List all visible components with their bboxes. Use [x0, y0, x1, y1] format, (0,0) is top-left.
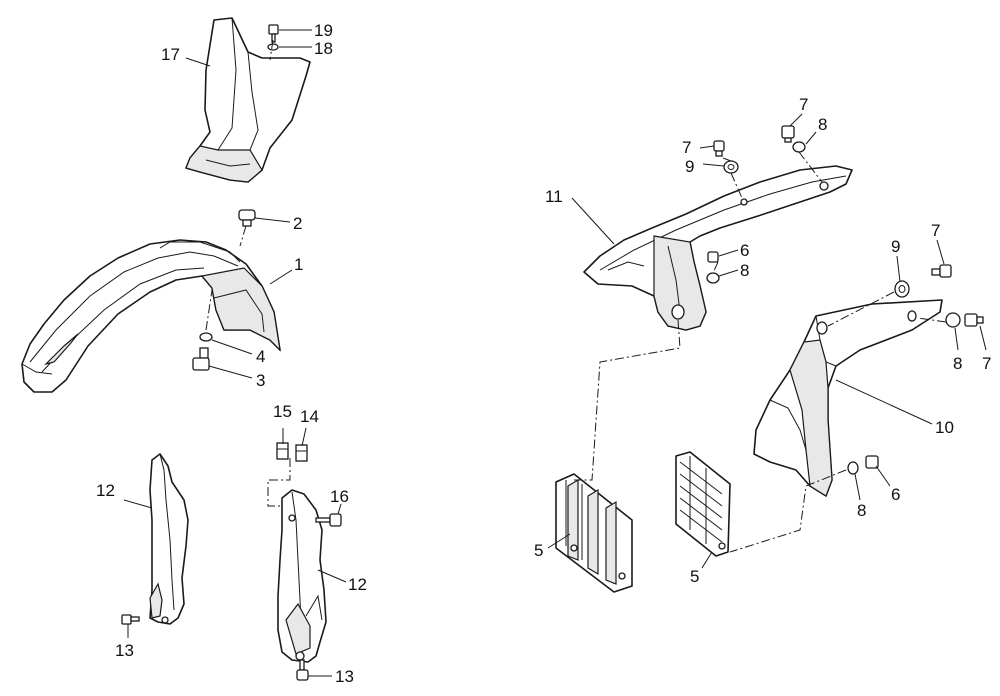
screw-13b-part [296, 659, 309, 681]
callout-18: 18 [314, 39, 333, 58]
radiator-shroud-10-part [753, 299, 943, 497]
callout-11: 11 [545, 187, 563, 206]
bolt-6b-part [865, 455, 879, 469]
grommet-9b-part [894, 280, 910, 298]
front-fender-part [21, 239, 281, 393]
callout-12b: 12 [348, 575, 367, 594]
callout-2: 2 [293, 214, 302, 233]
bolt-7a-part [713, 140, 725, 157]
washer-8c-part [945, 312, 961, 328]
washer-4-part [199, 332, 213, 342]
callout-7b: 7 [799, 95, 808, 114]
assembly-lines [205, 39, 947, 553]
callout-4: 4 [256, 347, 265, 366]
callout-19: 19 [314, 21, 333, 40]
callout-8b: 8 [740, 261, 749, 280]
callout-labels: 1 2 3 4 5 5 6 6 7 7 7 7 8 8 8 8 9 9 10 1… [96, 21, 991, 686]
callout-12a: 12 [96, 481, 115, 500]
callout-9a: 9 [685, 157, 694, 176]
callout-1: 1 [294, 255, 303, 274]
bolt-7c-part [931, 264, 952, 278]
washer-8d-part [847, 461, 859, 475]
fork-guard-right-part [277, 489, 327, 663]
callout-7c: 7 [931, 221, 940, 240]
callout-8a: 8 [818, 115, 827, 134]
callout-16: 16 [330, 487, 349, 506]
callout-15: 15 [273, 402, 292, 421]
screw-19-part [268, 24, 279, 43]
callout-7a: 7 [682, 138, 691, 157]
leader-lines [123, 29, 987, 677]
washer-8b-part [706, 272, 720, 284]
screw-16-part [315, 513, 342, 527]
callout-5a: 5 [534, 541, 543, 560]
screw-13a-part [121, 614, 140, 625]
callout-5b: 5 [690, 567, 699, 586]
callout-9b: 9 [891, 237, 900, 256]
callout-6a: 6 [740, 241, 749, 260]
callout-14: 14 [300, 407, 319, 426]
radiator-louver-left-part [555, 473, 633, 593]
washer-18-part [267, 43, 279, 51]
radiator-louver-right-part [675, 451, 731, 557]
callout-13a: 13 [115, 641, 134, 660]
clip-14-part [295, 444, 308, 462]
number-plate-part [185, 17, 311, 183]
radiator-shroud-11-part [583, 165, 853, 331]
bolt-7b-part [781, 125, 795, 143]
callout-13b: 13 [335, 667, 354, 686]
washer-8a-part [792, 141, 806, 153]
bolt-2-part [238, 209, 256, 227]
callout-6b: 6 [891, 485, 900, 504]
bolt-6a-part [707, 251, 719, 263]
grommet-9a-part [723, 160, 739, 174]
fork-guard-left-part [149, 453, 189, 625]
callout-3: 3 [256, 371, 265, 390]
clip-15-part [276, 442, 289, 460]
bolt-7d-part [964, 313, 984, 327]
callout-10: 10 [935, 418, 954, 437]
callout-8c: 8 [953, 354, 962, 373]
callout-17: 17 [161, 45, 180, 64]
bolt-3-part [192, 347, 210, 371]
callout-7d: 7 [982, 354, 991, 373]
callout-8d: 8 [857, 501, 866, 520]
